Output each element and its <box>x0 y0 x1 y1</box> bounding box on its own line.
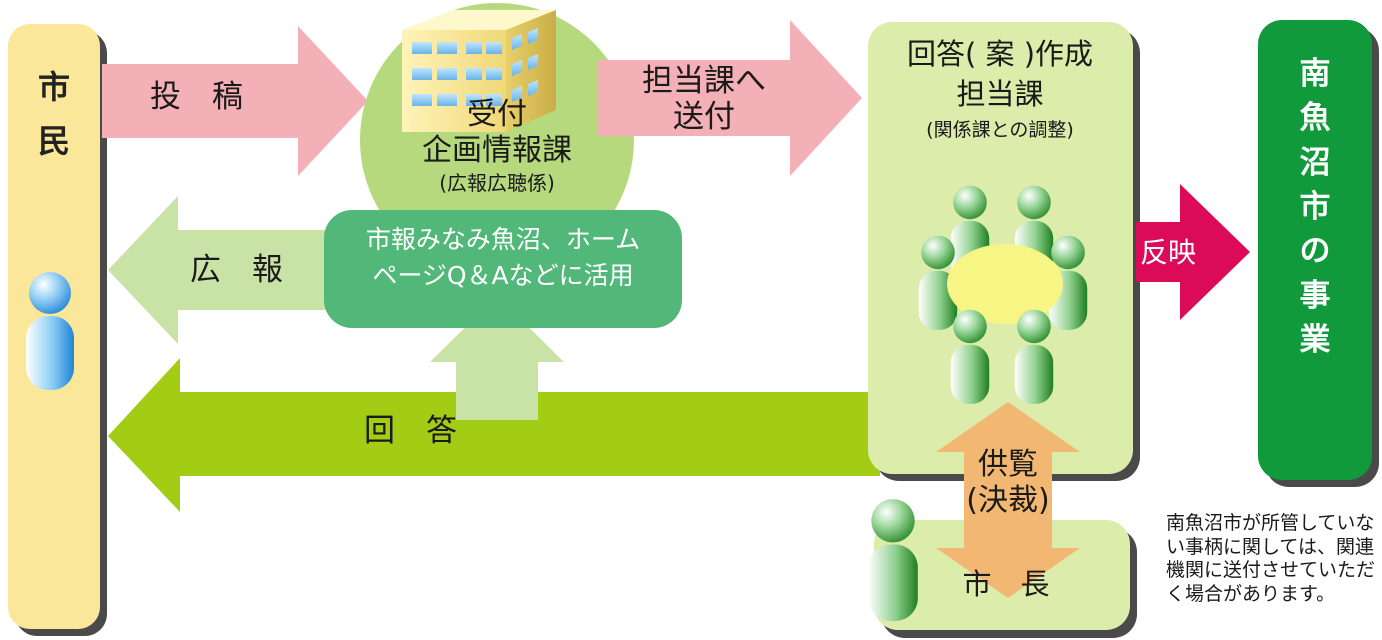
city-char: 業 <box>1299 321 1331 358</box>
city-char: 魚 <box>1299 100 1331 137</box>
mayor-person-icon <box>868 499 918 621</box>
answer-dept-line1: 回答( 案 )作成 <box>906 37 1094 71</box>
jurisdiction-note: 南魚沼市が所管していない事柄に関しては、関連機関に送付させていただく場合がありま… <box>1166 512 1376 605</box>
reception-line1: 受付 <box>467 97 527 132</box>
publish-up-arrow <box>430 296 564 420</box>
citizen-label: 市 民 <box>22 60 86 169</box>
answer-label: 回 答 <box>364 413 457 449</box>
city-char: の <box>1299 233 1331 270</box>
send-arrow <box>598 20 862 176</box>
city-business-box <box>1258 20 1372 480</box>
kyoran-arrow <box>936 402 1080 598</box>
reflect-arrow <box>1136 184 1250 320</box>
publication-line1: 市報みなみ魚沼、ホーム <box>365 225 641 254</box>
publication-line2: ページQ＆Aなどに活用 <box>372 261 634 290</box>
post-label: 投 稿 <box>150 79 243 115</box>
answer-dept-line2: 担当課 <box>956 77 1044 111</box>
citizen-char: 民 <box>37 122 70 161</box>
city-char: 市 <box>1299 188 1331 225</box>
post-arrow <box>102 26 368 176</box>
reception-line2: 企画情報課 <box>422 133 572 168</box>
citizen-person-icon <box>26 272 74 390</box>
meeting-table-icon <box>947 244 1063 324</box>
building-icon <box>402 10 556 132</box>
send-label-line1: 担当課へ <box>642 63 766 99</box>
send-label-line2: 送付 <box>673 99 735 135</box>
answer-arrow <box>108 358 880 512</box>
kyoran-label-line2: (決裁) <box>966 483 1050 518</box>
city-char: 沼 <box>1299 144 1331 181</box>
koho-arrow <box>108 196 340 344</box>
meeting-icon <box>918 185 1088 404</box>
publication-box <box>324 210 682 328</box>
city-char: 南 <box>1299 56 1331 92</box>
reception-line3: (広報広聴係) <box>439 171 555 195</box>
city-business-label: 南 魚 沼 市 の 事 業 <box>1282 52 1348 362</box>
city-char: 事 <box>1299 277 1331 314</box>
kyoran-label-line1: 供覧 <box>978 447 1038 482</box>
citizen-char: 市 <box>37 68 70 106</box>
mayor-label: 市 長 <box>962 567 1050 601</box>
reflect-label: 反映 <box>1140 236 1197 269</box>
answer-dept-line3: (関係課との調整) <box>926 119 1074 141</box>
koho-label: 広 報 <box>190 252 283 288</box>
